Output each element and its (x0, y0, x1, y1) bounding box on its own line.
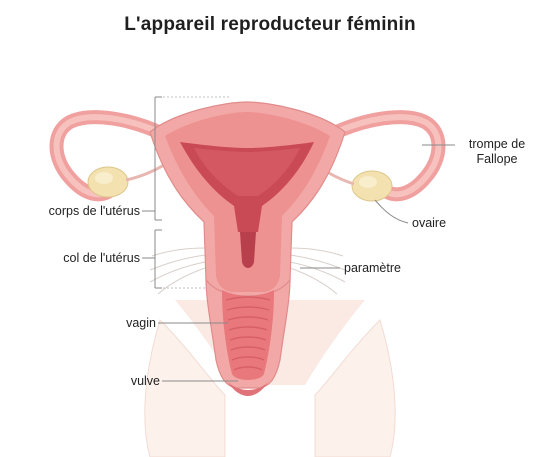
label-col-uterus: col de l'utérus (63, 251, 140, 265)
vulva (228, 382, 268, 396)
diagram-title: L'appareil reproducteur féminin (124, 14, 416, 35)
cervical-canal (240, 232, 256, 268)
label-trompe-de-fallope: trompe de Fallope (457, 137, 537, 167)
label-vagin: vagin (126, 316, 156, 330)
brackets (154, 96, 230, 289)
uterus (149, 101, 346, 301)
fallopian-tubes (49, 110, 446, 202)
label-corps-uterus: corps de l'utérus (48, 204, 140, 218)
label-vulve: vulve (130, 374, 160, 388)
label-ovaire: ovaire (412, 216, 447, 230)
vagina (205, 278, 291, 389)
label-parametre: paramètre (344, 261, 401, 275)
parametre-tissue (149, 247, 346, 295)
ovaries (87, 166, 393, 202)
label-trompe-line1: trompe de (468, 137, 526, 151)
label-trompe-line2: Fallope (476, 152, 518, 166)
leader-lines (142, 144, 455, 382)
